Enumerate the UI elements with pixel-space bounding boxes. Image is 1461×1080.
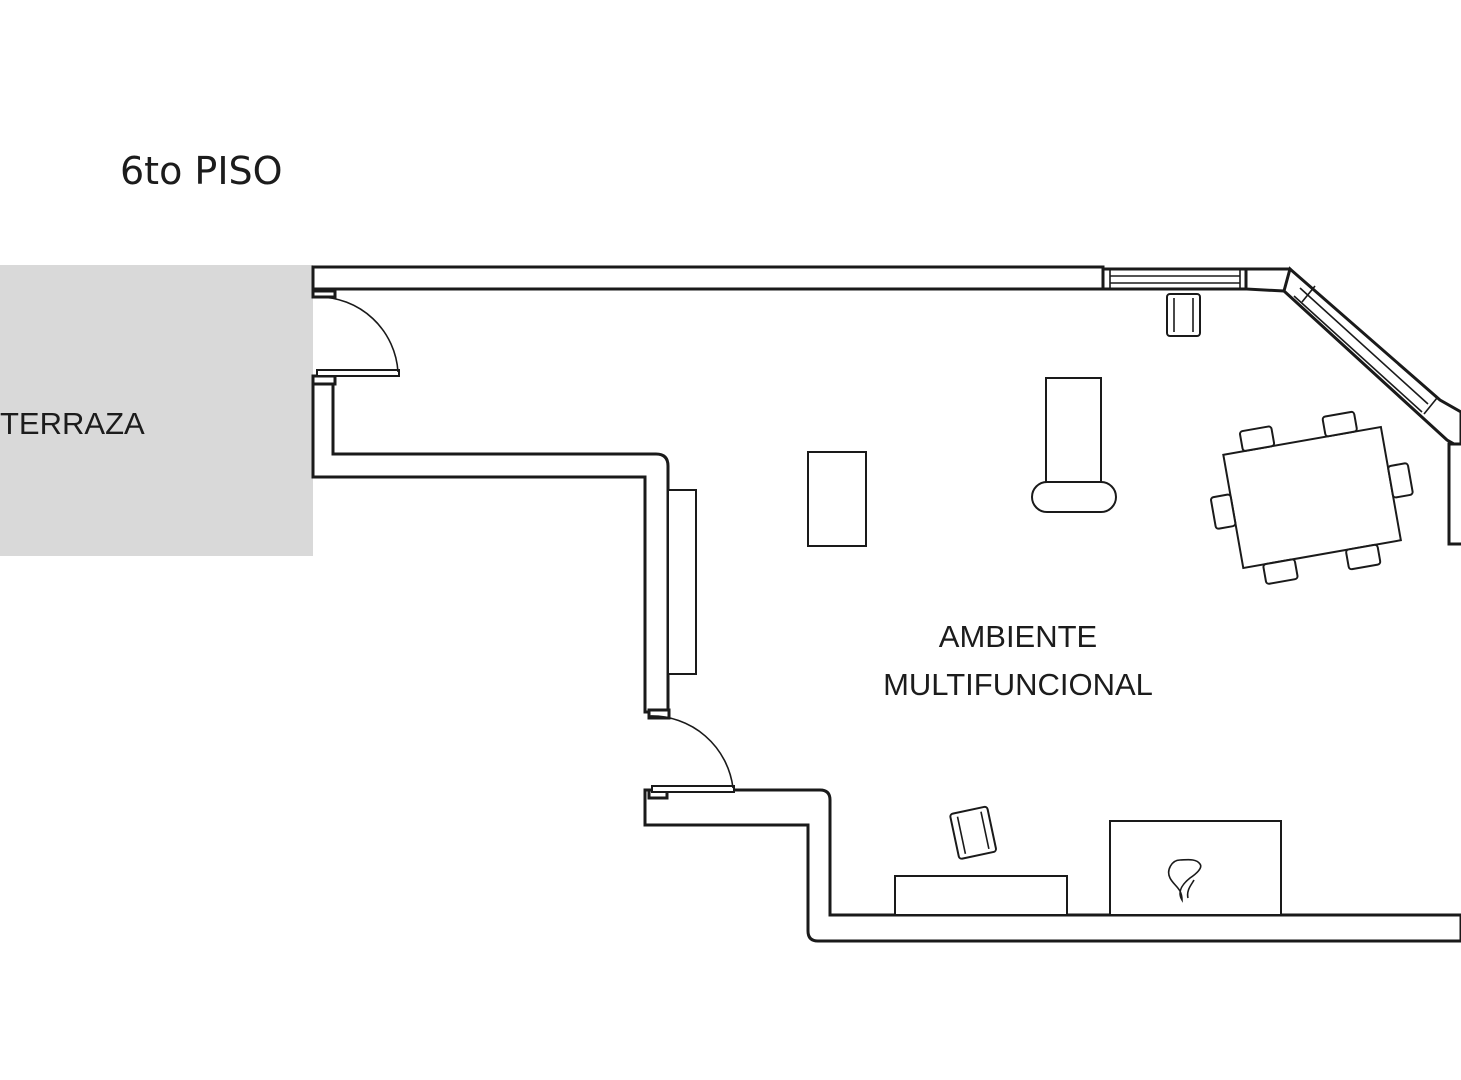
top-window — [1101, 267, 1248, 291]
diagonal-window-pane — [1299, 287, 1429, 405]
corridor-wall — [311, 382, 670, 714]
floor-title: 6to PISO — [120, 149, 283, 193]
dining-chair — [1321, 410, 1358, 438]
furniture — [807, 293, 1414, 916]
diagonal-window-jamb — [1301, 285, 1316, 303]
top-door — [316, 296, 400, 377]
bottom-wall — [643, 788, 1461, 943]
top-wall-segment — [311, 265, 1105, 291]
coffee-table — [807, 451, 867, 547]
armchair — [949, 805, 997, 860]
door-jamb — [647, 708, 671, 720]
armchair-arm — [956, 816, 967, 855]
armchair — [1166, 293, 1201, 337]
sofa — [1045, 377, 1102, 489]
top-wall — [311, 265, 1309, 293]
armchair-arm — [980, 811, 990, 850]
dining-set — [1210, 410, 1414, 585]
door-swing-arc — [317, 296, 399, 373]
desk-armchair — [949, 805, 997, 860]
interior-walls — [311, 289, 1461, 943]
diagonal-window-pane — [1293, 295, 1423, 413]
dining-chair — [1345, 543, 1382, 571]
door-leaf — [651, 785, 735, 793]
dining-chair — [1239, 425, 1276, 452]
terrace-area: TERRAZA — [0, 265, 313, 556]
sofa-cushion — [1031, 481, 1117, 513]
flame-icon — [1167, 858, 1202, 903]
fireplace — [1109, 820, 1282, 916]
diagonal-window-jamb — [1423, 397, 1438, 415]
lower-door — [649, 715, 735, 793]
main-room-label-line2: MULTIFUNCIONAL — [883, 667, 1153, 702]
dining-chair — [1387, 462, 1414, 499]
right-window — [1447, 442, 1461, 546]
main-room-label-line1: AMBIENTE — [939, 619, 1097, 654]
door-jamb — [311, 289, 337, 299]
wall-shelf — [667, 489, 697, 675]
terrace-fill — [0, 265, 313, 556]
door-swing-arc — [649, 715, 734, 789]
dining-chair — [1262, 558, 1299, 585]
door-leaf — [316, 369, 400, 377]
diagonal-window-wall — [1282, 266, 1461, 546]
diagonal-wall — [1282, 266, 1461, 450]
terrace-label: TERRAZA — [0, 406, 145, 441]
dining-chair — [1210, 493, 1237, 530]
desk — [894, 875, 1068, 916]
flame-icon — [1186, 879, 1195, 899]
